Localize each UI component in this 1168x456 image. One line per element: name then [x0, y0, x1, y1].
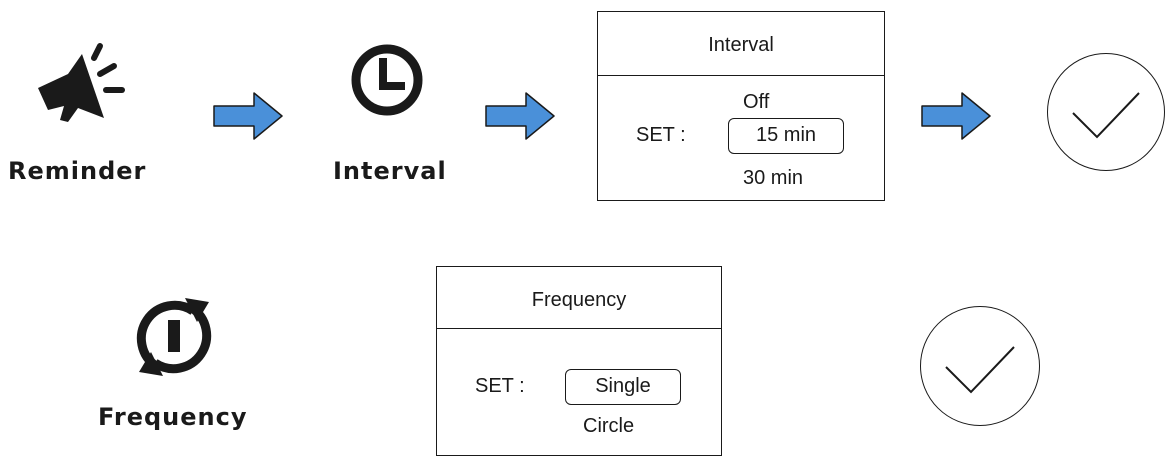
option-circle[interactable]: Circle [583, 415, 635, 437]
megaphone-icon [38, 43, 125, 122]
confirm-circle [1047, 53, 1165, 171]
panel-divider [598, 75, 884, 76]
set-label: SET : [636, 124, 686, 146]
checkmark-icon [1072, 92, 1140, 139]
frequency-label: Frequency [98, 403, 248, 431]
clock-icon [351, 44, 423, 116]
frequency-panel: Frequency SET : Single Circle [436, 266, 722, 456]
selected-option-15min[interactable]: 15 min [728, 118, 844, 154]
set-label: SET : [475, 375, 525, 397]
cycle-icon [136, 298, 212, 376]
panel-title: Frequency [531, 289, 627, 311]
interval-panel: Interval Off SET : 15 min 30 min [597, 11, 885, 201]
arrow-right-icon [213, 92, 283, 140]
arrow-right-icon [921, 92, 991, 140]
option-off[interactable]: Off [743, 91, 770, 113]
confirm-circle [920, 306, 1040, 426]
option-30min[interactable]: 30 min [743, 167, 804, 189]
interval-label: Interval [333, 157, 447, 185]
panel-title: Interval [708, 34, 774, 56]
arrow-right-icon [485, 92, 555, 140]
checkmark-icon [945, 346, 1015, 394]
selected-option-single[interactable]: Single [565, 369, 681, 405]
reminder-label: Reminder [8, 157, 147, 185]
panel-divider [437, 328, 721, 329]
